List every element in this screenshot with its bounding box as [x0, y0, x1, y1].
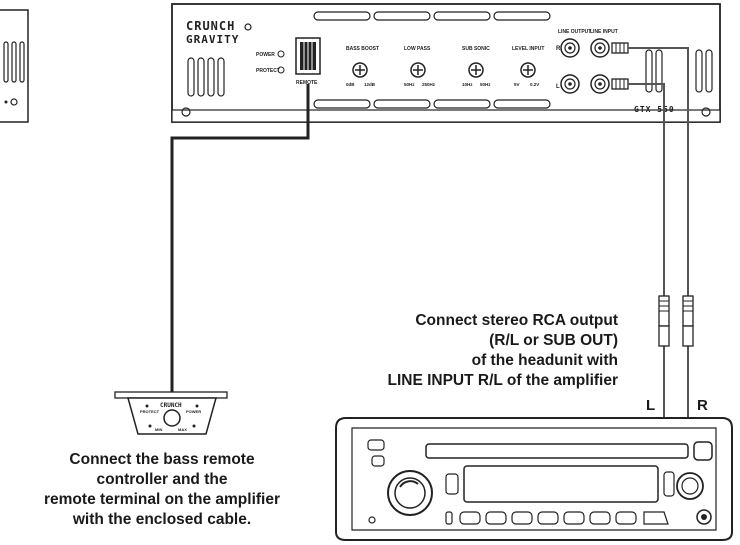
protect-led-label: PROTECT [256, 68, 280, 74]
svg-text:remote terminal on the amplifi: remote terminal on the amplifier [44, 491, 280, 508]
line-input-label: LINE INPUT [590, 29, 618, 35]
control-level-input: LEVEL INPUT 5V 0.2V [512, 46, 544, 87]
control-low-pass: LOW PASS 50Hz 250Hz [404, 46, 436, 87]
rca-line-output-r [560, 38, 580, 58]
line-output-label: LINE OUTPUT [558, 29, 591, 35]
cable-label-l: L [646, 397, 655, 414]
remote-knob-icon [163, 409, 181, 427]
svg-text:50Hz: 50Hz [404, 82, 415, 87]
rca-plug-r [611, 42, 629, 54]
bass-remote-controller: CRUNCH PROTECT POWER MIN MAX [114, 391, 228, 435]
cable-label-r: R [697, 397, 708, 414]
amp-series: GRAVITY [186, 33, 239, 46]
rca-line-input-l [590, 74, 610, 94]
tuning-knob-icon [676, 472, 704, 500]
rca-plug-l [611, 78, 629, 90]
amp-brand: CRUNCH [186, 19, 235, 33]
svg-text:Connect the bass remote: Connect the bass remote [69, 451, 255, 468]
remote-cable [170, 84, 310, 392]
rca-connector-joint-l [658, 295, 670, 347]
svg-text:with the enclosed cable.: with the enclosed cable. [72, 511, 251, 528]
protect-led-icon [277, 66, 285, 74]
svg-text:0dB: 0dB [346, 82, 355, 87]
svg-text:0.2V: 0.2V [530, 82, 539, 87]
svg-text:L: L [556, 84, 560, 90]
svg-text:250Hz: 250Hz [422, 82, 436, 87]
svg-text:LINE INPUT R/L of the amplifie: LINE INPUT R/L of the amplifier [387, 372, 618, 389]
rca-line-output-l [560, 74, 580, 94]
power-led-icon [277, 50, 285, 58]
svg-text:controller and the: controller and the [97, 471, 228, 488]
svg-text:CRUNCH: CRUNCH [160, 402, 182, 409]
eject-button [693, 441, 713, 461]
svg-text:(R/L or SUB OUT): (R/L or SUB OUT) [489, 332, 618, 349]
remote-port [295, 37, 321, 75]
mount-hole-right [701, 107, 711, 117]
svg-text:POWER: POWER [186, 409, 201, 414]
svg-text:5V: 5V [514, 82, 520, 87]
rca-connector-joint-r [682, 295, 694, 347]
svg-text:50Hz: 50Hz [480, 82, 491, 87]
svg-text:BASS BOOST: BASS BOOST [346, 46, 379, 52]
svg-text:PROTECT: PROTECT [140, 409, 160, 414]
svg-text:MAX: MAX [178, 427, 187, 432]
rca-cable-l [628, 83, 665, 418]
svg-text:LOW PASS: LOW PASS [404, 46, 431, 52]
head-unit [335, 417, 733, 541]
control-sub-sonic: SUB SONIC 10Hz 50Hz [462, 46, 491, 87]
svg-text:12dB: 12dB [364, 82, 376, 87]
amplifier: CRUNCH GRAVITY POWER PROTECT REMOTE [171, 3, 721, 123]
volume-knob-icon [387, 470, 433, 516]
partial-device-left [0, 9, 29, 123]
amp-model: GTX 550 [634, 105, 675, 114]
svg-text:of the headunit with: of the headunit with [472, 352, 618, 369]
cd-slot [425, 443, 689, 459]
rca-cable-r [628, 47, 689, 418]
rca-line-input-r [590, 38, 610, 58]
svg-text:MIN: MIN [155, 427, 162, 432]
remote-port-label: REMOTE [296, 80, 318, 86]
svg-text:10Hz: 10Hz [462, 82, 473, 87]
display-screen [463, 465, 659, 503]
power-led-label: POWER [256, 52, 275, 58]
svg-text:SUB SONIC: SUB SONIC [462, 46, 490, 52]
svg-text:R: R [556, 46, 561, 52]
mount-hole-left [181, 107, 191, 117]
rca-caption: Connect stereo RCA output (R/L or SUB OU… [387, 312, 618, 389]
svg-text:LEVEL INPUT: LEVEL INPUT [512, 46, 544, 52]
remote-caption: Connect the bass remote controller and t… [44, 451, 280, 528]
control-bass-boost: BASS BOOST 0dB 12dB [346, 46, 379, 87]
svg-text:Connect stereo RCA output: Connect stereo RCA output [415, 312, 618, 329]
